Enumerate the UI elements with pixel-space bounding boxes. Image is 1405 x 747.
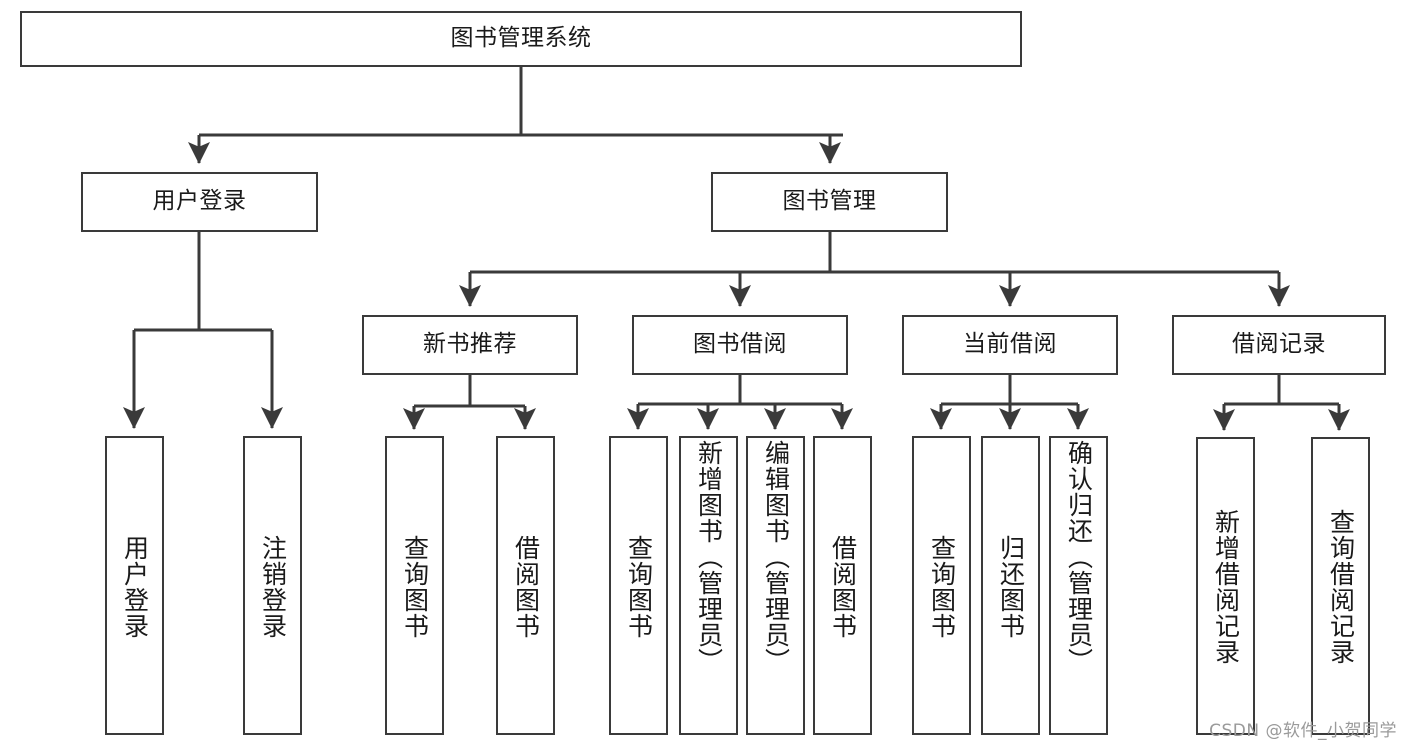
- node-book-management[interactable]: 图书管理: [711, 172, 948, 232]
- leaf-add-borrow-record-label: 新增借阅记录: [1211, 509, 1241, 665]
- leaf-query-book-current-label: 查询图书: [927, 534, 957, 639]
- node-root[interactable]: 图书管理系统: [20, 11, 1022, 67]
- leaf-edit-book-admin-label: 编辑图书（管理员）: [761, 440, 791, 674]
- leaf-query-book-borrow[interactable]: 查询图书: [609, 436, 668, 735]
- leaf-borrow-book[interactable]: 借阅图书: [813, 436, 872, 735]
- leaf-logout[interactable]: 注销登录: [243, 436, 302, 735]
- node-borrow-record[interactable]: 借阅记录: [1172, 315, 1386, 375]
- leaf-user-login-label: 用户登录: [120, 534, 150, 639]
- leaf-query-book-borrow-label: 查询图书: [624, 534, 654, 639]
- leaf-borrow-book-label: 借阅图书: [828, 534, 858, 639]
- watermark: CSDN @软件_小贺同学: [1209, 721, 1397, 741]
- node-root-label: 图书管理系统: [450, 25, 592, 52]
- node-current-borrow[interactable]: 当前借阅: [902, 315, 1118, 375]
- leaf-user-login[interactable]: 用户登录: [105, 436, 164, 735]
- node-book-borrow[interactable]: 图书借阅: [632, 315, 848, 375]
- leaf-query-book-current[interactable]: 查询图书: [912, 436, 971, 735]
- leaf-confirm-return-admin-label: 确认归还（管理员）: [1064, 440, 1094, 674]
- leaf-borrow-book-recommend-label: 借阅图书: [511, 534, 541, 639]
- node-new-book-recommend[interactable]: 新书推荐: [362, 315, 578, 375]
- leaf-edit-book-admin[interactable]: 编辑图书（管理员）: [746, 436, 805, 735]
- leaf-query-book-recommend[interactable]: 查询图书: [385, 436, 444, 735]
- leaf-add-borrow-record[interactable]: 新增借阅记录: [1196, 437, 1255, 735]
- node-user-login[interactable]: 用户登录: [81, 172, 318, 232]
- node-current-borrow-label: 当前借阅: [963, 331, 1057, 358]
- leaf-query-borrow-record-label: 查询借阅记录: [1326, 509, 1356, 665]
- leaf-confirm-return-admin[interactable]: 确认归还（管理员）: [1049, 436, 1108, 735]
- node-new-book-recommend-label: 新书推荐: [423, 331, 517, 358]
- node-book-borrow-label: 图书借阅: [693, 331, 787, 358]
- leaf-logout-label: 注销登录: [258, 534, 288, 639]
- leaf-borrow-book-recommend[interactable]: 借阅图书: [496, 436, 555, 735]
- leaf-query-book-recommend-label: 查询图书: [400, 534, 430, 639]
- leaf-return-book[interactable]: 归还图书: [981, 436, 1040, 735]
- leaf-add-book-admin-label: 新增图书（管理员）: [694, 440, 724, 674]
- node-user-login-label: 用户登录: [152, 188, 247, 215]
- leaf-query-borrow-record[interactable]: 查询借阅记录: [1311, 437, 1370, 735]
- node-book-management-label: 图书管理: [782, 188, 877, 215]
- node-borrow-record-label: 借阅记录: [1232, 331, 1326, 358]
- leaf-return-book-label: 归还图书: [996, 534, 1026, 639]
- leaf-add-book-admin[interactable]: 新增图书（管理员）: [679, 436, 738, 735]
